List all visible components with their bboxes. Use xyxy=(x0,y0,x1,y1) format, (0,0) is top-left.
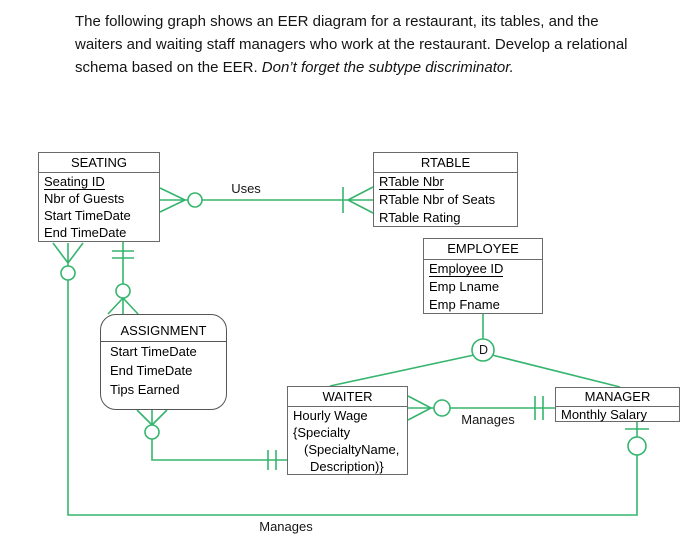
relationship-seating-assignment-line xyxy=(107,242,139,315)
instructions-italic: Don’t forget the subtype discriminator. xyxy=(261,59,514,76)
optionality-circle-icon xyxy=(433,399,451,417)
pk-attribute-label: RTable Nbr xyxy=(379,174,444,190)
entity-rtable: RTABLE RTable Nbr RTable Nbr of Seats RT… xyxy=(373,152,518,227)
attribute-row: Start TimeDate xyxy=(44,208,131,223)
optionality-circle-icon xyxy=(144,424,160,440)
crowfoot-many-icon xyxy=(347,186,374,214)
mandatory-double-tick-icon xyxy=(267,450,277,470)
crowfoot-many-icon xyxy=(407,395,432,421)
attribute-row: Nbr of Guests xyxy=(44,191,125,206)
pk-attribute-label: Employee ID xyxy=(429,261,504,277)
attribute-row: Emp Fname xyxy=(429,297,500,312)
entity-title: WAITER xyxy=(288,387,407,407)
subtype-links xyxy=(329,312,621,388)
crowfoot-many-icon xyxy=(52,242,84,266)
optionality-circle-icon xyxy=(627,436,647,456)
relationship-assignment-waiter-line xyxy=(136,409,287,470)
attribute-row: Start TimeDate xyxy=(110,344,197,359)
attribute-row: Seating ID xyxy=(39,173,159,190)
subtype-discriminator-label: D xyxy=(478,343,489,357)
entity-seating: SEATING Seating ID Nbr of Guests Start T… xyxy=(38,152,160,242)
entity-title: RTABLE xyxy=(374,153,517,173)
entity-title: MANAGER xyxy=(556,388,679,407)
assignment-waiter-line xyxy=(151,410,287,461)
attribute-row: Description)} xyxy=(310,459,384,474)
attribute-row: (SpecialtyName, xyxy=(304,442,400,457)
attribute-row: End TimeDate xyxy=(110,363,193,378)
entity-employee: EMPLOYEE Employee ID Emp Lname Emp Fname xyxy=(423,238,543,314)
relationship-label-manages-seating: Manages xyxy=(259,519,313,534)
manages-seating-line xyxy=(67,280,638,516)
attribute-row: RTable Rating xyxy=(379,210,461,225)
crowfoot-many-icon xyxy=(107,297,139,315)
instructions-text: The following graph shows an EER diagram… xyxy=(75,10,638,79)
pk-attribute-label: Seating ID xyxy=(44,174,105,190)
relationship-label-manages-waiter: Manages xyxy=(461,412,515,427)
entity-manager: MANAGER Monthly Salary xyxy=(555,387,680,422)
entity-title: EMPLOYEE xyxy=(424,239,542,260)
relationship-manages-seating-line xyxy=(52,242,649,516)
optionality-circle-icon xyxy=(60,265,76,281)
optionality-circle-icon xyxy=(115,283,131,299)
discriminator-circle-icon xyxy=(471,338,495,362)
mandatory-double-tick-icon xyxy=(534,396,544,420)
attribute-row: End TimeDate xyxy=(44,225,127,240)
relationship-label-uses: Uses xyxy=(231,181,261,196)
entity-waiter: WAITER Hourly Wage {Specialty (Specialty… xyxy=(287,386,408,475)
attribute-row: Emp Lname xyxy=(429,279,500,294)
relationship-manages-waiter-line xyxy=(407,395,555,421)
discriminator-manager-line xyxy=(491,354,621,388)
entity-title: ASSIGNMENT xyxy=(101,315,226,342)
entity-assignment: ASSIGNMENT Start TimeDate End TimeDate T… xyxy=(100,314,227,410)
attribute-row: Monthly Salary xyxy=(561,407,647,422)
discriminator-waiter-line xyxy=(329,354,475,387)
attribute-row: Employee ID xyxy=(424,260,542,278)
crowfoot-many-icon xyxy=(136,409,168,426)
attribute-row: Tips Earned xyxy=(110,382,180,397)
crowfoot-many-icon xyxy=(159,187,186,213)
attribute-row: RTable Nbr xyxy=(374,173,517,191)
attribute-row: Hourly Wage xyxy=(293,408,368,423)
mandatory-double-tick-icon xyxy=(112,250,134,259)
optionality-circle-icon xyxy=(187,192,203,208)
attribute-row: RTable Nbr of Seats xyxy=(379,192,496,207)
entity-title: SEATING xyxy=(39,153,159,173)
instructions-regular: The following graph shows an EER diagram… xyxy=(75,13,628,76)
attribute-row: {Specialty xyxy=(293,425,351,440)
relationship-uses-line xyxy=(159,186,374,214)
